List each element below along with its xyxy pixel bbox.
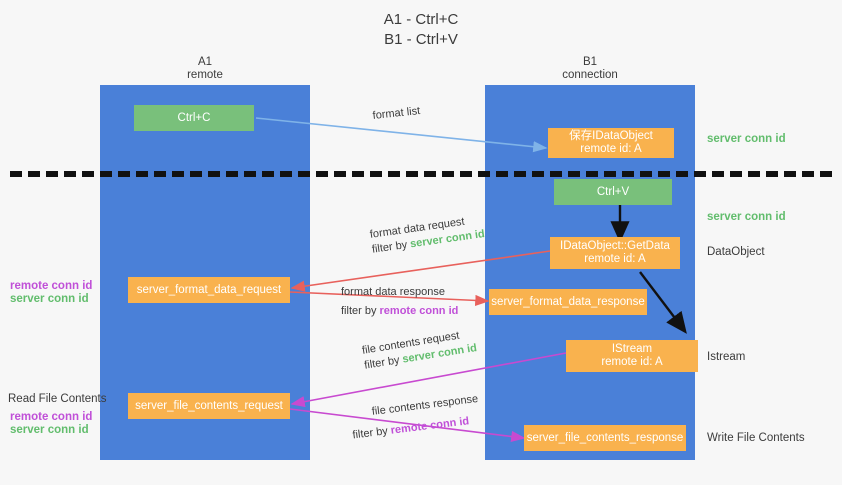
- edge-label-file-contents-request: file contents request filter by server c…: [361, 326, 478, 373]
- node-istream[interactable]: IStream remote id: A: [566, 340, 698, 372]
- annotation-remote-conn-id-1: remote conn id: [10, 280, 93, 292]
- node-server-format-data-response[interactable]: server_format_data_response: [489, 289, 647, 315]
- annotation-read-file-contents: Read File Contents: [8, 393, 107, 405]
- node-ctrl-v[interactable]: Ctrl+V: [554, 179, 672, 205]
- phase-divider: [10, 171, 832, 177]
- diagram-title: A1 - Ctrl+C B1 - Ctrl+V: [383, 11, 459, 48]
- node-save-idataobject[interactable]: 保存IDataObject remote id: A: [548, 128, 674, 158]
- edge-label-file-contents-response: file contents response filter by remote …: [352, 392, 482, 441]
- edge-label-format-data-response-line1: format data response: [341, 286, 445, 298]
- filter-by-text: filter by: [351, 424, 392, 442]
- node-server-format-data-request[interactable]: server_format_data_request: [128, 277, 290, 303]
- filter-by-text: filter by: [371, 238, 412, 256]
- annotation-data-object: DataObject: [707, 246, 765, 258]
- edge-label-format-data-response: format data response filter by remote co…: [341, 285, 458, 319]
- filter-by-text: filter by: [341, 305, 380, 317]
- annotation-istream: Istream: [707, 351, 746, 363]
- node-idataobject-getdata[interactable]: IDataObject::GetData remote id: A: [550, 237, 680, 269]
- annotation-server-conn-id-top: server conn id: [707, 133, 786, 145]
- annotation-write-file-contents: Write File Contents: [707, 432, 805, 444]
- node-ctrl-c[interactable]: Ctrl+C: [134, 105, 254, 131]
- annotation-server-conn-id-2: server conn id: [10, 424, 89, 436]
- edge-label-file-contents-response-line2: filter by remote conn id: [352, 413, 482, 444]
- node-server-file-contents-response[interactable]: server_file_contents_response: [524, 425, 686, 451]
- column-header-b1: B1 connection: [562, 56, 618, 81]
- edge-label-format-list: format list: [372, 105, 421, 122]
- remote-conn-id-key: remote conn id: [390, 415, 470, 437]
- remote-conn-id-key: remote conn id: [379, 305, 459, 317]
- annotation-remote-conn-id-2: remote conn id: [10, 411, 93, 423]
- edge-label-format-data-request: format data request filter by server con…: [369, 212, 486, 258]
- annotation-server-conn-id-1: server conn id: [10, 293, 89, 305]
- annotation-server-conn-id-mid: server conn id: [707, 211, 786, 223]
- column-header-a1: A1 remote: [187, 56, 223, 81]
- edge-label-format-data-response-line2: filter by remote conn id: [341, 304, 458, 319]
- node-server-file-contents-request[interactable]: server_file_contents_request: [128, 393, 290, 419]
